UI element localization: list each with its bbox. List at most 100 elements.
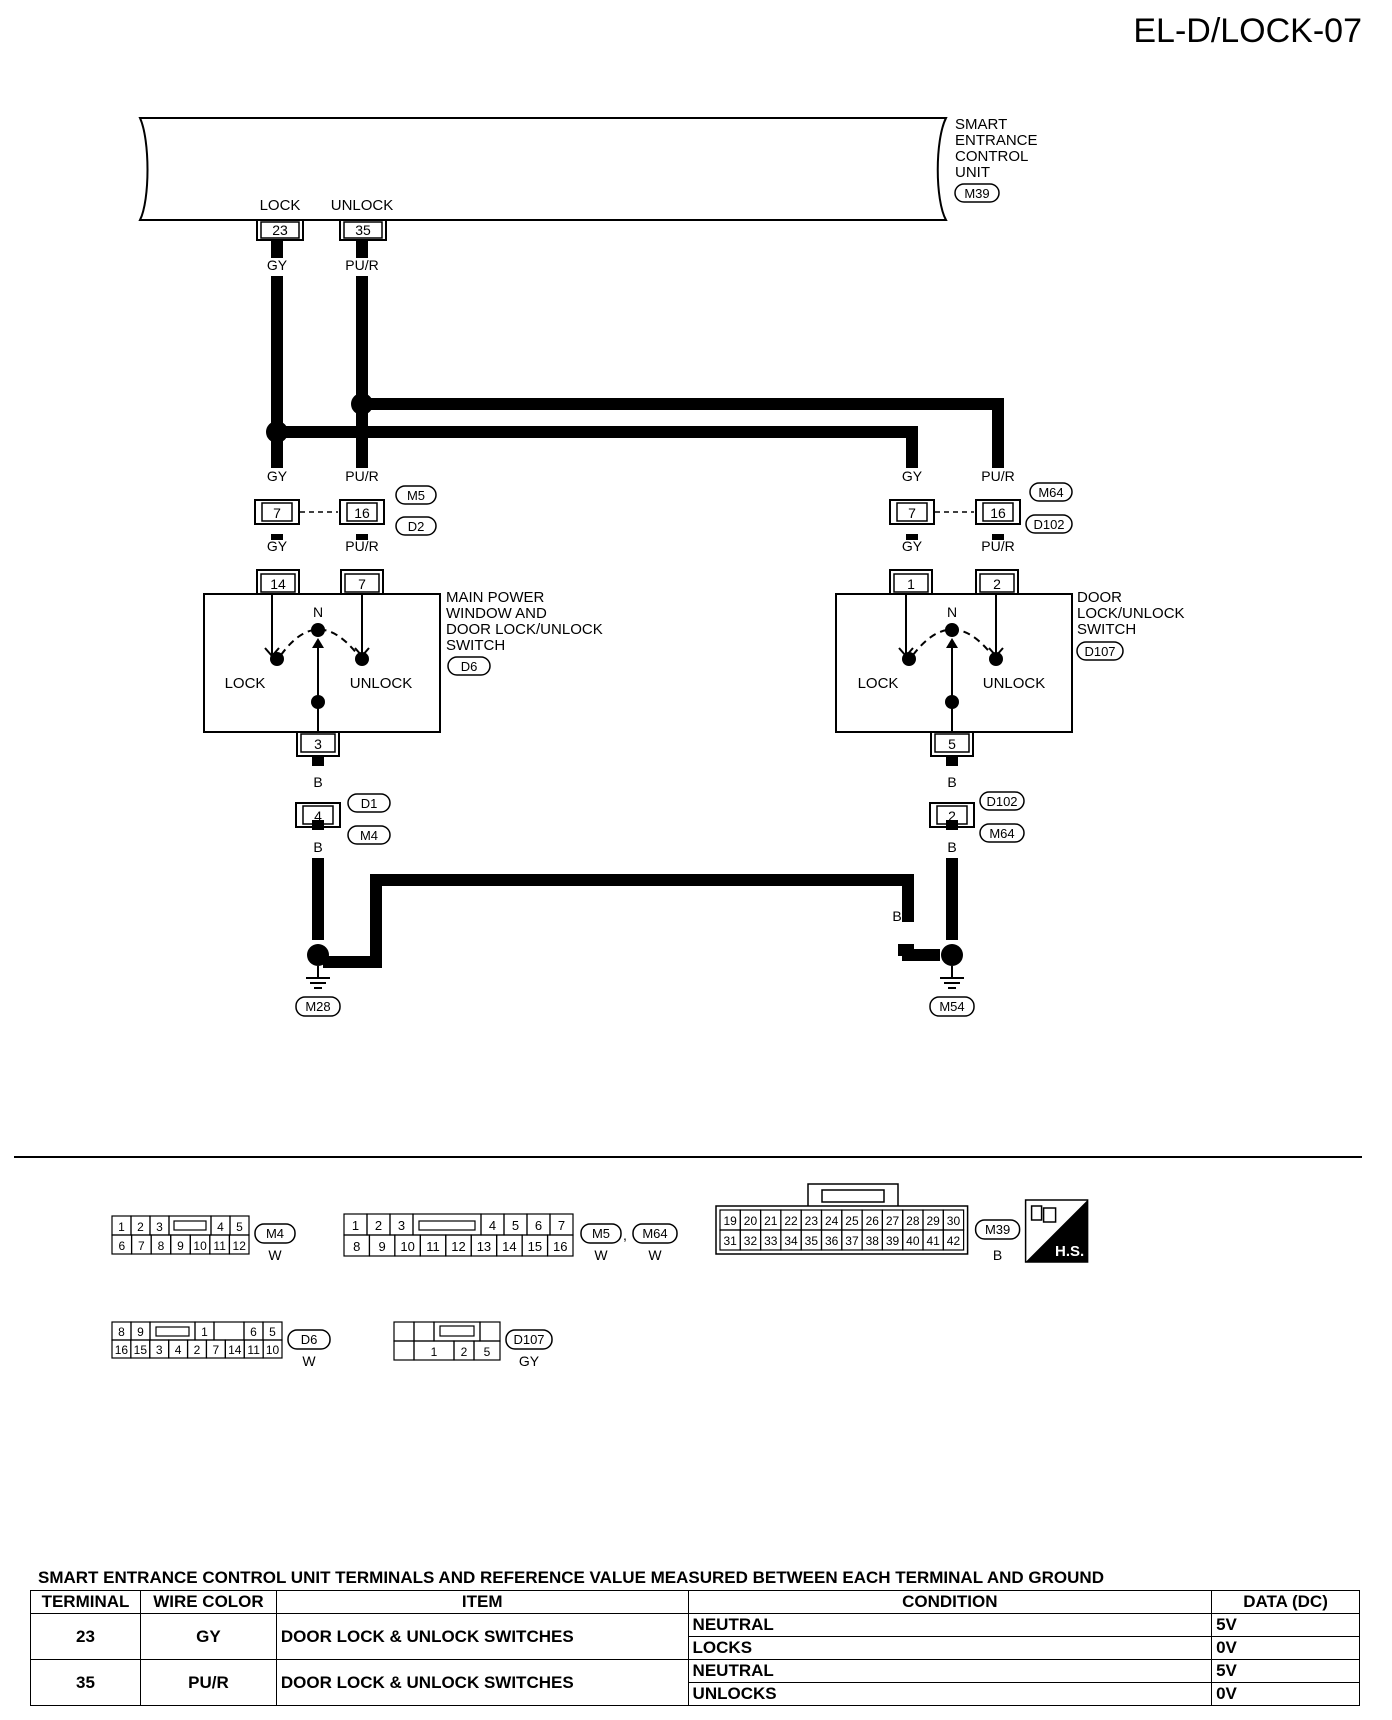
- right-ground-connector: 2 D102 M64: [929, 791, 1025, 843]
- svg-text:4: 4: [489, 1218, 496, 1233]
- connector-label-d1: D1: [361, 796, 378, 811]
- svg-text:33: 33: [764, 1234, 778, 1248]
- connector-label-m64-b: M64: [989, 826, 1014, 841]
- svg-text:6: 6: [250, 1325, 257, 1339]
- connector-view-m39-id: M39: [985, 1222, 1010, 1237]
- svg-text:34: 34: [784, 1234, 798, 1248]
- connector-label-m64: M64: [1038, 485, 1063, 500]
- connector-view-m5-color: W: [594, 1247, 608, 1263]
- header-terminal: TERMINAL: [30, 1590, 141, 1614]
- svg-text:14: 14: [502, 1239, 516, 1254]
- svg-text:16: 16: [115, 1343, 129, 1357]
- table-row: 35 PU/R DOOR LOCK & UNLOCK SWITCHES NEUT…: [30, 1659, 1360, 1706]
- svg-text:7: 7: [138, 1239, 145, 1253]
- left-junction-connector: 7 16 M5 D2: [254, 485, 437, 536]
- svg-text:10: 10: [266, 1343, 280, 1357]
- cell-condition: UNLOCKS: [687, 1682, 1213, 1706]
- cell-wire: PU/R: [139, 1659, 277, 1706]
- svg-text:14: 14: [270, 576, 286, 592]
- control-unit-name-1: SMART: [955, 116, 1007, 133]
- svg-text:11: 11: [426, 1239, 440, 1254]
- svg-text:9: 9: [137, 1325, 144, 1339]
- cu-terminal-23: 23: [256, 220, 304, 241]
- reference-table: SMART ENTRANCE CONTROL UNIT TERMINALS AN…: [30, 1568, 1366, 1706]
- svg-text:6: 6: [118, 1239, 125, 1253]
- svg-text:23: 23: [805, 1214, 819, 1228]
- svg-text:25: 25: [845, 1214, 859, 1228]
- svg-text:10: 10: [193, 1239, 207, 1253]
- svg-text:2: 2: [194, 1343, 201, 1357]
- connector-badge-m39: [954, 183, 1000, 203]
- ground-label-m28: M28: [305, 999, 330, 1014]
- svg-text:11: 11: [247, 1343, 260, 1357]
- cell-data: 0V: [1211, 1682, 1360, 1706]
- table-row: 23 GY DOOR LOCK & UNLOCK SWITCHES NEUTRA…: [30, 1613, 1360, 1660]
- svg-text:8: 8: [353, 1239, 360, 1254]
- header-wire-color: WIRE COLOR: [139, 1590, 277, 1614]
- svg-text:37: 37: [845, 1234, 859, 1248]
- svg-text:7: 7: [213, 1343, 220, 1357]
- svg-text:16: 16: [354, 505, 370, 521]
- connector-label-d6: D6: [461, 659, 478, 674]
- control-unit-name-2: ENTRANCE: [955, 132, 1038, 149]
- svg-text:7: 7: [358, 576, 366, 592]
- svg-text:40: 40: [906, 1234, 920, 1248]
- table-row: UNLOCKS 0V: [31, 1682, 1360, 1706]
- harness-side-icon: H.S.: [1024, 1199, 1089, 1263]
- connector-view-m4-color: W: [268, 1247, 282, 1263]
- svg-text:LOCK: LOCK: [858, 675, 899, 692]
- wire-label-pur-4: PU/R: [981, 468, 1014, 484]
- svg-text:3: 3: [398, 1218, 405, 1233]
- svg-text:7: 7: [273, 505, 281, 521]
- connector-label-d107: D107: [1084, 644, 1115, 659]
- svg-text:13: 13: [477, 1239, 491, 1254]
- svg-text:2: 2: [948, 808, 956, 824]
- connector-label-d102-b: D102: [986, 794, 1017, 809]
- control-unit: SMART ENTRANCE CONTROL UNIT M39 LOCK UNL…: [138, 116, 1038, 221]
- svg-text:4: 4: [314, 808, 322, 824]
- cell-condition: NEUTRAL: [687, 1613, 1213, 1637]
- junction-dots: [266, 393, 963, 966]
- svg-text:35: 35: [355, 222, 371, 238]
- ground-right: M54: [929, 966, 975, 1017]
- svg-text:WINDOW AND: WINDOW AND: [446, 605, 547, 622]
- svg-text:2: 2: [375, 1218, 382, 1233]
- svg-text:9: 9: [379, 1239, 386, 1254]
- svg-text:MAIN POWER: MAIN POWER: [446, 589, 545, 606]
- svg-text:19: 19: [723, 1214, 737, 1228]
- right-junction-connector: 7 16 M64 D102: [889, 482, 1073, 534]
- svg-text:2: 2: [461, 1345, 468, 1359]
- cell-item: DOOR LOCK & UNLOCK SWITCHES: [275, 1613, 689, 1660]
- cell-data: 5V: [1211, 1659, 1360, 1683]
- svg-text:21: 21: [764, 1214, 778, 1228]
- connector-label-m4: M4: [360, 828, 378, 843]
- svg-text:39: 39: [886, 1234, 900, 1248]
- svg-text:SWITCH: SWITCH: [1077, 621, 1136, 638]
- svg-text:22: 22: [784, 1214, 798, 1228]
- svg-text:35: 35: [805, 1234, 819, 1248]
- header-item: ITEM: [275, 1590, 689, 1614]
- svg-text:5: 5: [484, 1345, 491, 1359]
- connector-view-d6-id-badge: [287, 1329, 331, 1350]
- svg-text:38: 38: [866, 1234, 880, 1248]
- connector-view-m5-id: M5: [592, 1226, 610, 1241]
- svg-text:4: 4: [217, 1220, 224, 1234]
- wiring-diagram: SMART ENTRANCE CONTROL UNIT M39 LOCK UNL…: [14, 116, 1362, 1369]
- wire-label-b-1: B: [313, 774, 322, 790]
- connector-view-m64-id: M64: [642, 1226, 667, 1241]
- connector-view-m39-id-badge: [974, 1219, 1021, 1240]
- svg-text:31: 31: [723, 1234, 737, 1248]
- cu-unlock-label: UNLOCK: [331, 197, 394, 214]
- svg-text:24: 24: [825, 1214, 839, 1228]
- svg-text:2: 2: [137, 1220, 144, 1234]
- ground-left: M28: [295, 966, 341, 1017]
- svg-text:15: 15: [134, 1343, 148, 1357]
- connector-view-m4-id: M4: [266, 1226, 284, 1241]
- connector-label-m5: M5: [407, 488, 425, 503]
- svg-text:10: 10: [400, 1239, 414, 1254]
- cell-item: DOOR LOCK & UNLOCK SWITCHES: [275, 1659, 689, 1706]
- svg-text:8: 8: [158, 1239, 165, 1253]
- cell-terminal: 23: [30, 1613, 141, 1660]
- svg-text:2: 2: [993, 576, 1001, 592]
